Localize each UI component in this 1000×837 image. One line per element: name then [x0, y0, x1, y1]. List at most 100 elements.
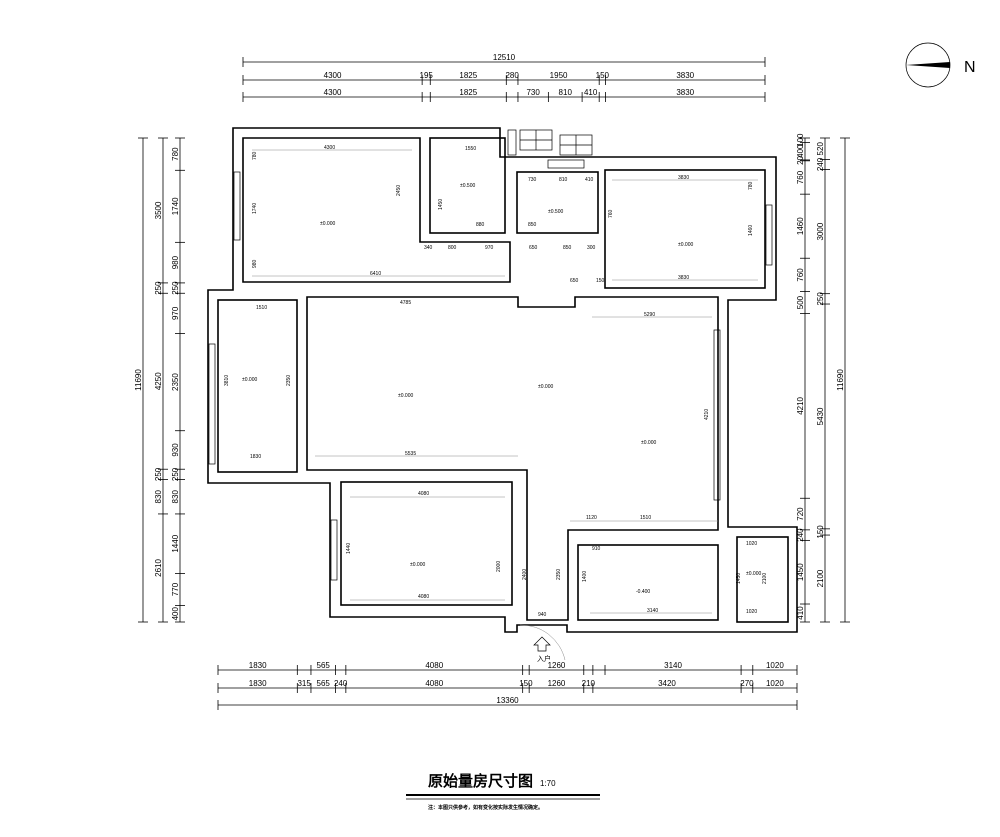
interior-dim: 3830: [678, 175, 689, 181]
dimension-label: 250: [154, 467, 163, 481]
interior-dim: 940: [538, 612, 547, 618]
dimension-label: 1950: [550, 71, 568, 80]
interior-dim: 4300: [324, 145, 335, 151]
interior-dim: 1460: [748, 225, 754, 236]
room-kitchen: [577, 544, 719, 621]
dimension-label: 3420: [658, 679, 676, 688]
dimension-label: 2100: [816, 569, 825, 587]
interior-dim: 780: [748, 181, 754, 190]
room-living: [306, 296, 719, 621]
dimension-label: 250: [171, 467, 180, 481]
interior-dim: 2000: [496, 561, 502, 572]
dimension-label: 195: [420, 71, 434, 80]
interior-dim: 1740: [252, 203, 258, 214]
elevation-label: ±0.000: [320, 221, 335, 227]
compass-north-label: N: [964, 59, 976, 76]
interior-dim: 850: [563, 245, 572, 251]
dimension-label: 720: [796, 507, 805, 521]
dimension-label: 410: [584, 88, 598, 97]
dimension-label: 1740: [171, 197, 180, 215]
interior-dim: 970: [485, 245, 494, 251]
elevation-label: ±0.000: [641, 440, 656, 446]
interior-dim: 3140: [647, 608, 658, 614]
interior-dim: 4080: [418, 491, 429, 497]
interior-dim: 1450: [438, 199, 444, 210]
dimension-label: 1830: [249, 661, 267, 670]
dimension-label: 3000: [816, 222, 825, 240]
elevation-label: ±0.000: [398, 393, 413, 399]
dimension-label: 250: [154, 281, 163, 295]
dimension-label: 1020: [766, 661, 784, 670]
dimension-label: 1825: [459, 71, 477, 80]
interior-dim: 650: [570, 278, 579, 284]
dimension-label: 1260: [548, 679, 566, 688]
elevation-label: ±0.500: [548, 209, 563, 215]
dimension-label: 315: [297, 679, 311, 688]
interior-dim: 340: [424, 245, 433, 251]
room-bedroom-top-left: [242, 137, 511, 283]
elevation-label: ±0.000: [678, 242, 693, 248]
interior-dim: 5535: [405, 451, 416, 457]
interior-dim: 760: [608, 209, 614, 218]
interior-dim: 3830: [678, 275, 689, 281]
interior-dim: 2350: [286, 375, 292, 386]
dimension-label: 150: [519, 679, 533, 688]
dimension-label: 500: [796, 295, 805, 309]
dimension-label: 970: [171, 306, 180, 320]
interior-dim: 910: [592, 546, 601, 552]
interior-dim: 780: [252, 151, 258, 160]
dimension-label: 565: [317, 661, 331, 670]
elevation-label: ±0.000: [746, 571, 761, 577]
interior-dim: 1120: [586, 515, 597, 521]
interior-dim: 6410: [370, 271, 381, 277]
interior-dim: 880: [476, 222, 485, 228]
dimension-label: 2610: [154, 559, 163, 577]
dimension-label: 1825: [459, 88, 477, 97]
interior-dim: 1020: [746, 609, 757, 615]
elevation-label: ±0.500: [460, 183, 475, 189]
dimension-label: 980: [171, 255, 180, 269]
dimension-label: 150: [596, 71, 610, 80]
interior-dim: 5290: [644, 312, 655, 318]
windows: [208, 129, 773, 581]
drawing-scale: 1:70: [540, 779, 556, 788]
dimension-label: 250: [816, 292, 825, 306]
interior-dim: 1510: [640, 515, 651, 521]
elevation-label: ±0.000: [410, 562, 425, 568]
dimension-label: 240: [796, 528, 805, 542]
dimension-label: 760: [796, 268, 805, 282]
elevation-labels: ±0.000 ±0.500 ±0.500 ±0.000 ±0.000 ±0.00…: [242, 183, 761, 595]
dimension-label: 400: [171, 607, 180, 621]
interior-dim: 3810: [224, 375, 230, 386]
dimension-label: 1260: [548, 661, 566, 670]
dimension-label: 4250: [154, 372, 163, 390]
dimension-label: 280: [505, 71, 519, 80]
elevation-label: ±0.000: [538, 384, 553, 390]
interior-dim: 2100: [762, 573, 768, 584]
outer-wall: [207, 127, 798, 633]
dimension-label: 410: [796, 606, 805, 620]
north-compass-icon: N: [905, 42, 976, 88]
interior-dim: 4080: [418, 594, 429, 600]
interior-dim: 2400: [522, 569, 528, 580]
dimension-label: 1450: [796, 563, 805, 581]
room-bathroom-1: [429, 137, 506, 234]
dimension-label: 730: [526, 88, 540, 97]
dimension-label: 210: [582, 679, 596, 688]
interior-dim: 730: [528, 177, 537, 183]
dimension-label: 830: [154, 490, 163, 504]
dimension-label: 5430: [816, 407, 825, 425]
interior-dim: 2350: [556, 569, 562, 580]
entry-door: 入户: [519, 624, 566, 663]
interior-dim: 2450: [396, 185, 402, 196]
interior-dim: 980: [252, 259, 258, 268]
interior-dim: 1400: [582, 571, 588, 582]
room-bathroom-2: [516, 171, 599, 234]
drawing-title: 原始量房尺寸图: [428, 772, 533, 790]
interior-dim: 850: [528, 222, 537, 228]
elevation-label: ±0.000: [242, 377, 257, 383]
interior-dim: 1510: [256, 305, 267, 311]
dimension-label: 3500: [154, 201, 163, 219]
interior-dim: 650: [529, 245, 538, 251]
dimension-label: 565: [317, 679, 331, 688]
